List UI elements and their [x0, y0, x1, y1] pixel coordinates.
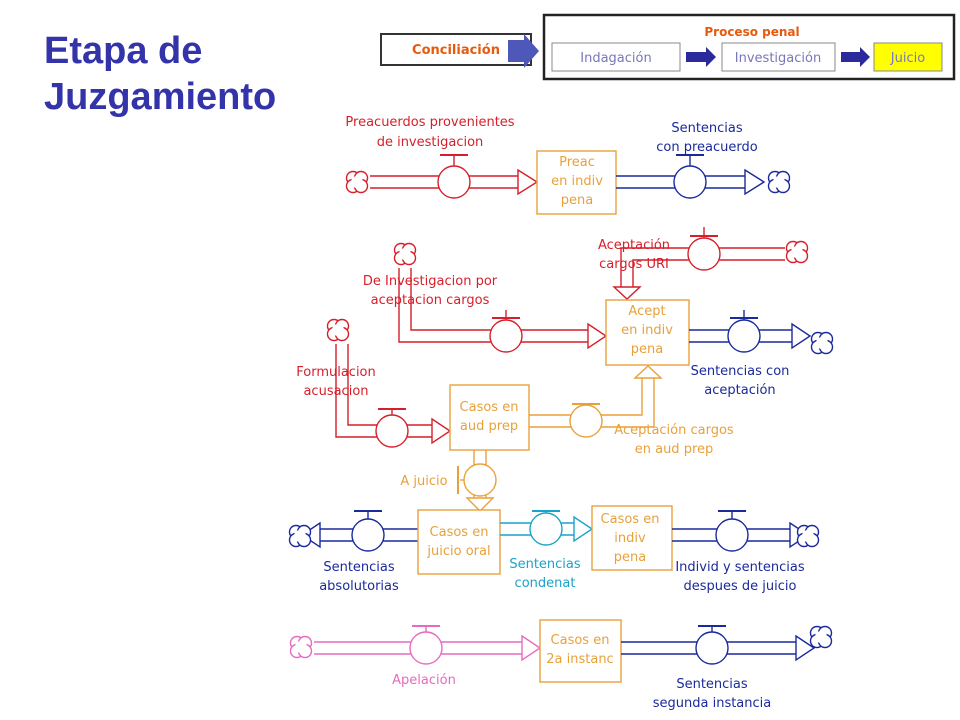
cloud-icon	[288, 524, 312, 548]
arrow-icon	[841, 47, 870, 67]
arrow-icon	[686, 47, 716, 67]
cloud-icon	[785, 240, 809, 264]
cloud-icon	[810, 331, 834, 355]
stock-casos-juicio-oral	[417, 509, 501, 575]
page-title: Etapa de Juzgamiento	[44, 28, 276, 120]
stock-casos-indiv-pena	[591, 505, 673, 571]
flow-label-a-juicio: A juicio	[400, 474, 447, 489]
investigacion-label: Investigación	[735, 51, 821, 66]
indagacion-label: Indagación	[580, 51, 651, 66]
cloud-icon	[326, 318, 350, 342]
stock-casos-2a-instancia	[539, 619, 622, 683]
flow-label-apelacion: Apelación	[392, 673, 456, 688]
process-header: Conciliación Proceso penal Indagación In…	[380, 13, 956, 81]
cloud-icon	[809, 625, 833, 649]
title-line-2: Juzgamiento	[44, 76, 277, 118]
title-line-1: Etapa de	[44, 30, 203, 72]
block-arrow-icon	[508, 34, 539, 68]
cloud-icon	[393, 242, 417, 266]
stock-acept	[605, 299, 690, 366]
conciliacion-box	[380, 33, 532, 66]
conciliacion-label: Conciliación	[412, 43, 500, 58]
proceso-penal-label: Proceso penal	[704, 25, 799, 39]
investigacion-box	[721, 42, 836, 72]
juicio-box	[873, 42, 943, 72]
stock-preac	[536, 150, 617, 215]
juicio-label: Juicio	[890, 51, 925, 66]
cloud-icon	[345, 170, 369, 194]
indagacion-box	[551, 42, 681, 72]
cloud-icon	[289, 635, 313, 659]
stock-casos-aud-prep	[449, 384, 530, 451]
cloud-icon	[796, 524, 820, 548]
cloud-icon	[767, 170, 791, 194]
